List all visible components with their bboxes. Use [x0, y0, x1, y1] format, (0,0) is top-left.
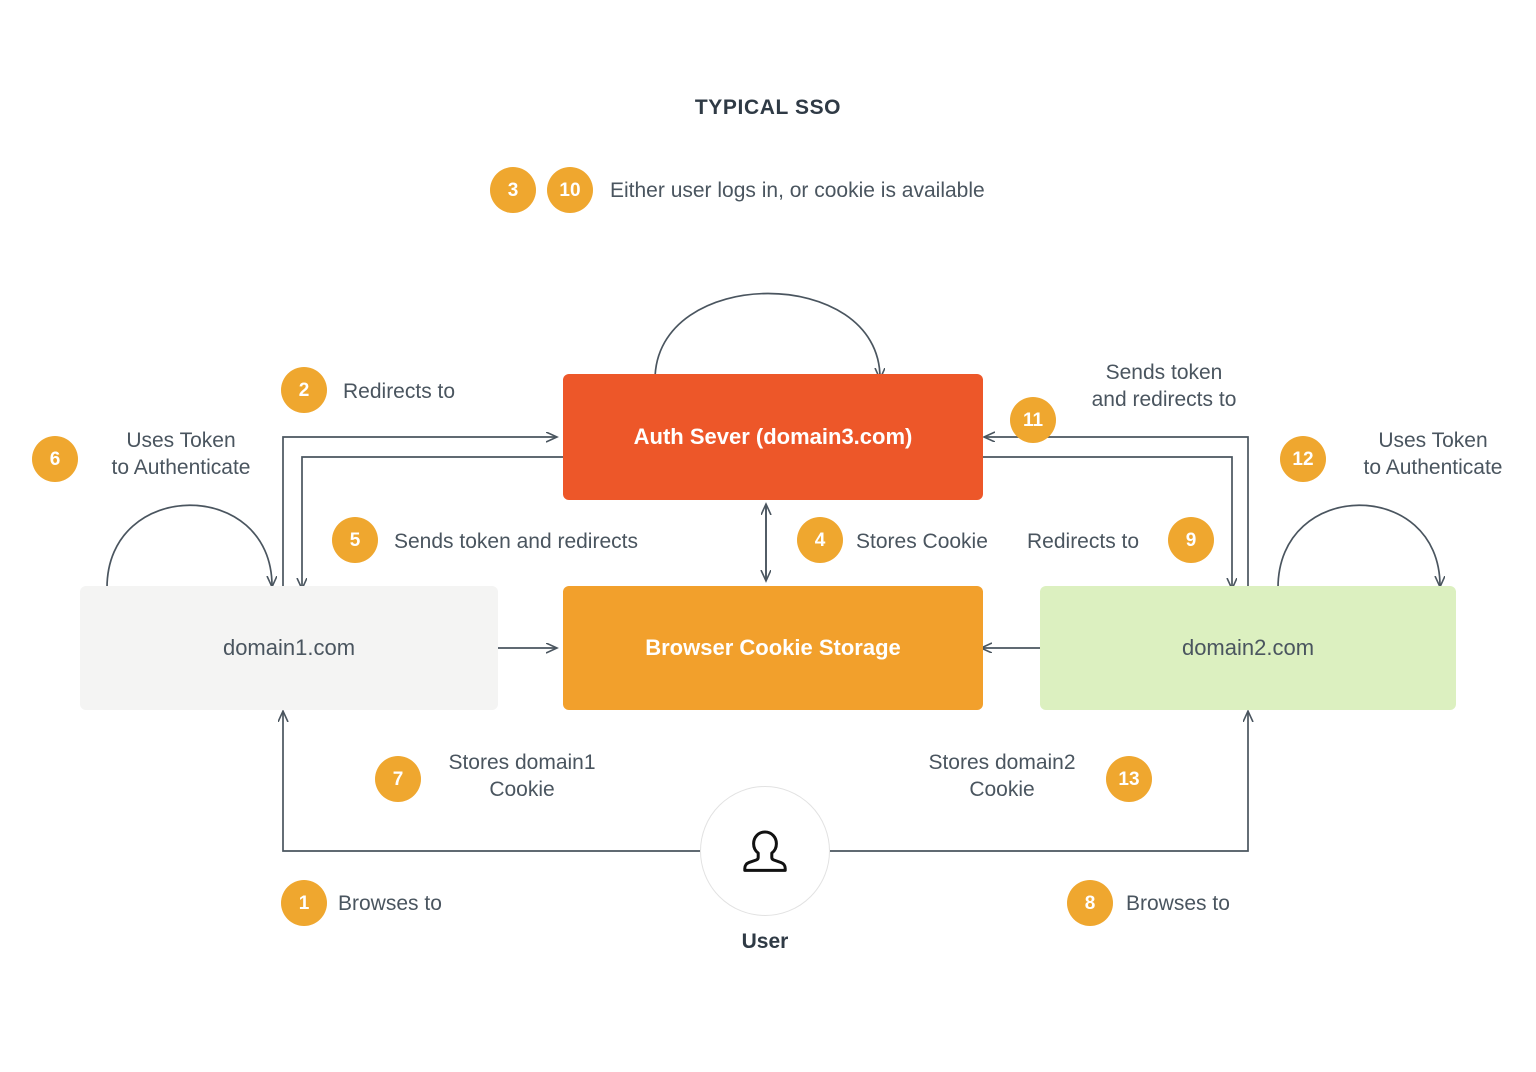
step-badge-6[interactable]: 6 — [32, 436, 78, 482]
step-label-6: Uses Token to Authenticate — [111, 429, 251, 479]
node-user[interactable] — [700, 786, 830, 916]
edge-auth-self-loop — [654, 292, 880, 380]
node-domain2[interactable]: domain2.com — [1040, 586, 1456, 710]
step-badge-1[interactable]: 1 — [281, 880, 327, 926]
step-badge-3[interactable]: 3 — [490, 167, 536, 213]
node-domain1-label: domain1.com — [222, 635, 356, 660]
step-label-11: Sends token and redirects to — [1091, 361, 1237, 411]
edge-domain1-self-loop — [106, 504, 272, 588]
step-badge-2[interactable]: 2 — [281, 367, 327, 413]
step-label-8: Browses to — [1126, 892, 1230, 915]
step-badge-8[interactable]: 8 — [1067, 880, 1113, 926]
node-domain1[interactable]: domain1.com — [80, 586, 498, 710]
step-label-4: Stores Cookie — [856, 530, 988, 553]
node-auth-server-label: Auth Sever (domain3.com) — [633, 424, 913, 449]
step-label-5: Sends token and redirects — [394, 530, 638, 553]
step-label-1: Browses to — [338, 892, 442, 915]
legend-label: Either user logs in, or cookie is availa… — [610, 179, 985, 202]
step-badge-5[interactable]: 5 — [332, 517, 378, 563]
step-label-13: Stores domain2 Cookie — [928, 751, 1076, 801]
edge-domain1-to-auth — [282, 437, 556, 590]
step-badge-7[interactable]: 7 — [375, 756, 421, 802]
step-badge-11[interactable]: 11 — [1010, 397, 1056, 443]
edge-domain2-self-loop — [1277, 504, 1440, 588]
step-label-7: Stores domain1 Cookie — [448, 751, 596, 801]
step-badge-10[interactable]: 10 — [547, 167, 593, 213]
node-browser-cookie-storage[interactable]: Browser Cookie Storage — [563, 586, 983, 710]
user-icon — [743, 830, 787, 872]
diagram-title: TYPICAL SSO — [694, 96, 842, 119]
step-label-2: Redirects to — [343, 380, 456, 403]
step-badge-12[interactable]: 12 — [1280, 436, 1326, 482]
node-domain2-label: domain2.com — [1181, 635, 1315, 660]
step-label-9: Redirects to — [1027, 530, 1140, 553]
step-badge-4[interactable]: 4 — [797, 517, 843, 563]
step-label-12: Uses Token to Authenticate — [1363, 429, 1503, 479]
node-user-label: User — [741, 930, 789, 953]
step-badge-13[interactable]: 13 — [1106, 756, 1152, 802]
node-auth-server[interactable]: Auth Sever (domain3.com) — [563, 374, 983, 500]
edge-domain2-to-auth — [985, 437, 1249, 590]
node-browser-cookie-storage-label: Browser Cookie Storage — [645, 635, 901, 660]
step-badge-9[interactable]: 9 — [1168, 517, 1214, 563]
